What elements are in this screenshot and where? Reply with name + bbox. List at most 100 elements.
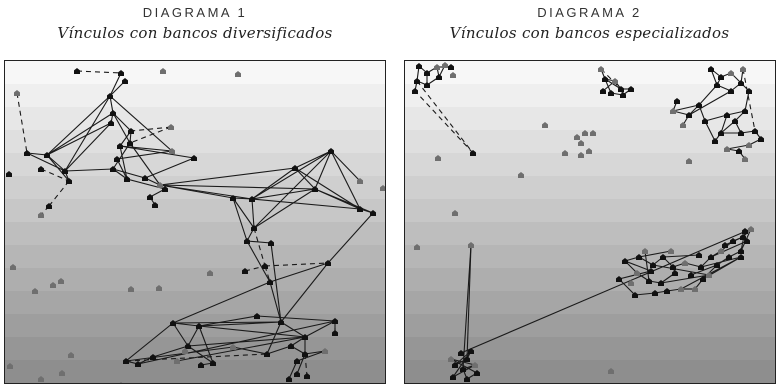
diagram-1-bank-node [107, 93, 113, 99]
diagram-2-bank-node [448, 64, 454, 70]
diagram-1-bank-node [185, 343, 191, 349]
diagram-1-bank-node [110, 110, 116, 116]
diagram-2-nodes [412, 62, 764, 382]
background-band [405, 360, 775, 383]
diagram-2-bank-node [590, 130, 596, 136]
diagram-2-bank-node [618, 86, 624, 92]
diagram-2-link [740, 230, 746, 252]
diagram-1-bank-node [62, 168, 68, 174]
diagram-2-bank-node [692, 286, 698, 292]
diagram-1-weak-link [16, 92, 28, 154]
diagram-2-bank-node [458, 350, 464, 356]
diagram-2-bank-node [435, 155, 441, 161]
background-band [405, 222, 775, 246]
diagram-2-bank-node [460, 366, 466, 372]
diagram-1-bank-node [110, 166, 116, 172]
diagram-2-bank-node [708, 254, 714, 260]
diagram-1-bank-node [127, 140, 133, 146]
diagram-1-bank-node [156, 285, 162, 291]
diagram-2-bank-node [436, 74, 442, 80]
diagram-2-link [624, 260, 652, 272]
diagram-1-link [251, 167, 296, 200]
diagram-1-bank-node [380, 185, 385, 191]
diagram-1-bank-node [304, 373, 310, 379]
diagram-1-link [253, 150, 332, 229]
diagram-1-link [26, 152, 66, 172]
diagram-1-bank-node [108, 120, 114, 126]
diagram-1-link [187, 336, 306, 347]
diagram-1-bank-node [292, 165, 298, 171]
diagram-1-link [119, 145, 128, 180]
diagram-1-bank-node [357, 178, 363, 184]
diagram-2-bank-node [468, 348, 474, 354]
diagram-1-bank-node [294, 371, 300, 377]
diagram-1-bank-node [128, 128, 134, 134]
diagram-2-network [405, 61, 775, 383]
diagram-1-bank-node [123, 358, 129, 364]
background-band [5, 291, 385, 315]
diagram-2-bank-node [732, 118, 738, 124]
diagram-2-bank-node [586, 148, 592, 154]
diagram-2-bank-node [628, 86, 634, 92]
diagram-1-bank-node [294, 358, 300, 364]
diagram-1-bank-node [58, 278, 64, 284]
diagram-2-bank-node [730, 238, 736, 244]
background-band [5, 268, 385, 292]
diagram-2-bank-node [746, 142, 752, 148]
diagram-2-bank-node [718, 130, 724, 136]
diagram-1-bank-node [142, 175, 148, 181]
diagram-1-link [119, 145, 173, 152]
diagram-2-number: DIAGRAMA 2 [537, 5, 642, 20]
diagram-1-link [294, 150, 332, 169]
diagram-1-bank-node [114, 156, 120, 162]
diagram-1-weak-link [125, 353, 268, 362]
diagram-2-weak-link [600, 68, 622, 90]
diagram-1-bank-node [268, 240, 274, 246]
diagram-1-link [296, 350, 326, 362]
diagram-1-bank-node [150, 354, 156, 360]
diagram-2-bank-node [608, 90, 614, 96]
diagram-2-bank-node [414, 78, 420, 84]
diagram-2-bank-node [758, 136, 764, 142]
diagram-1-link [251, 198, 255, 229]
diagram-1-bank-node [251, 225, 257, 231]
diagram-1-link [251, 188, 316, 200]
diagram-1-link [232, 197, 248, 242]
diagram-2-bank-node [712, 138, 718, 144]
diagram-2-link [710, 240, 748, 258]
diagram-1-bank-node [278, 319, 284, 325]
diagram-2-bank-node [742, 156, 748, 162]
diagram-1-link [294, 167, 316, 190]
diagram-2-bank-node [746, 88, 752, 94]
diagram-2-bank-node [474, 370, 480, 376]
diagram-2-weak-link [742, 68, 756, 132]
diagram-2-bank-node [670, 108, 676, 114]
diagram-2-bank-node [680, 122, 686, 128]
diagram-2-bank-node [450, 72, 456, 78]
diagram-1-link [232, 197, 253, 200]
diagram-1-bank-node [162, 186, 168, 192]
diagram-2-bank-node [448, 356, 454, 362]
diagram-1-bank-node [50, 282, 56, 288]
diagram-1-bank-node [10, 264, 16, 270]
diagram-1-bank-node [191, 155, 197, 161]
diagram-1-bank-node [210, 360, 216, 366]
diagram-1-link [119, 145, 195, 159]
diagram-2-bank-node [620, 92, 626, 98]
diagram-1-bank-node [74, 68, 80, 74]
background-band [405, 61, 775, 85]
diagram-2-bank-node [464, 376, 470, 382]
diagram-2-bank-node [718, 74, 724, 80]
diagram-1-bank-node [38, 212, 44, 218]
background-band [405, 130, 775, 154]
diagram-2-bank-node [664, 288, 670, 294]
diagram-1-weak-link [130, 126, 172, 132]
diagram-1-bank-node [117, 143, 123, 149]
diagram-1-bank-node [244, 238, 250, 244]
diagram-1-weak-link [253, 227, 266, 267]
diagram-2-bank-node [706, 272, 712, 278]
diagram-1-link [187, 325, 200, 347]
background-band [5, 153, 385, 177]
diagram-1-link [327, 212, 374, 264]
diagram-2-link [700, 256, 742, 268]
